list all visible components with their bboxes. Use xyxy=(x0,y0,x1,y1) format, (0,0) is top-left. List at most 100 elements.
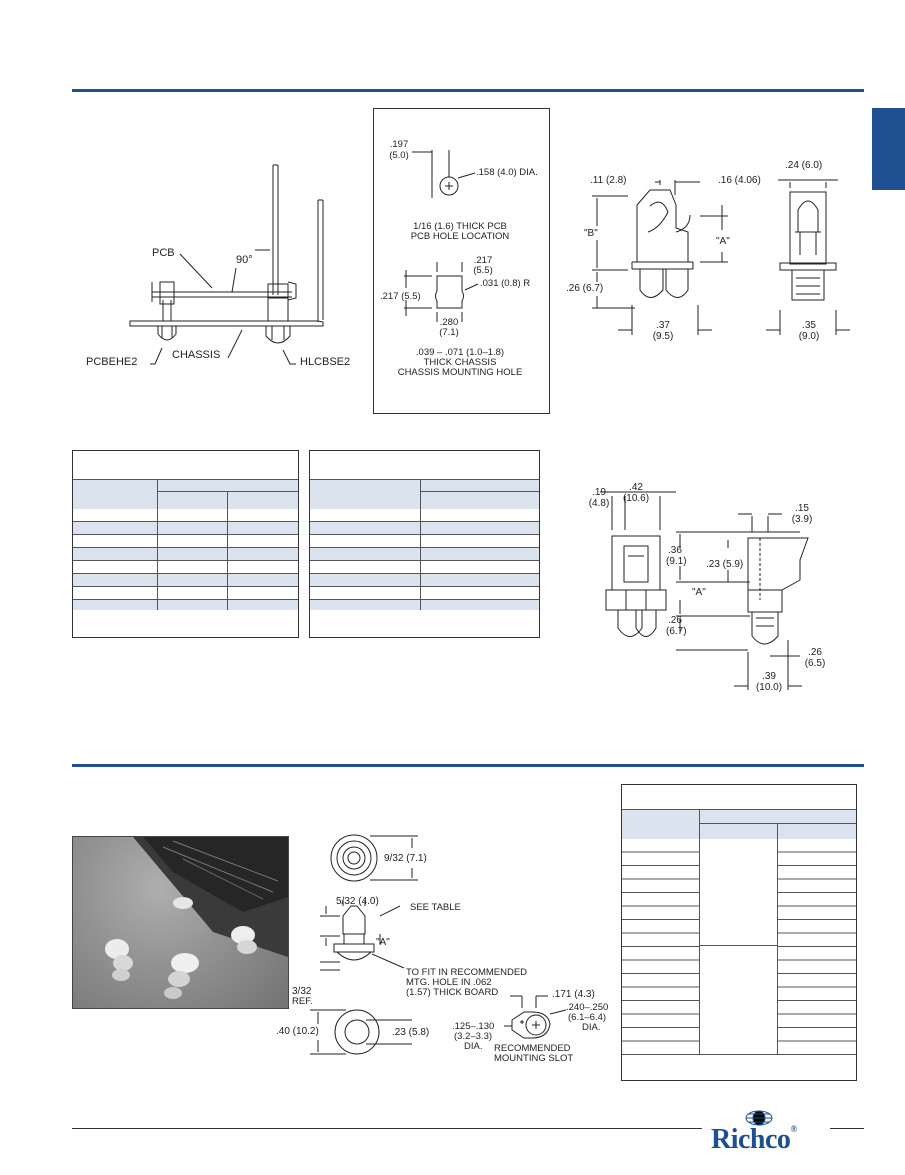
dim-217-top: .217 xyxy=(473,255,493,266)
table-header-divider xyxy=(699,809,700,839)
label-angle: 90° xyxy=(236,254,253,266)
dim-217-side: .217 (5.5) xyxy=(380,291,421,302)
see-table: SEE TABLE xyxy=(410,902,461,913)
fit-note-2: MTG. HOLE IN .062 xyxy=(406,977,492,988)
table-col-divider xyxy=(699,839,700,1054)
dim-26-right: .26 xyxy=(808,647,822,658)
section-tab xyxy=(872,108,905,190)
pcb-note-1: 1/16 (1.6) THICK PCB xyxy=(413,221,507,232)
dim-280: .280 xyxy=(439,317,459,328)
table-header-divider xyxy=(420,491,539,492)
product-photo xyxy=(72,836,289,1009)
pcb-note-2: PCB HOLE LOCATION xyxy=(410,231,510,242)
dim-125: .125–.130 xyxy=(452,1021,495,1032)
dim-a: "A" xyxy=(376,937,390,948)
table-col-divider xyxy=(420,509,421,610)
fit-note-3: (1.57) THICK BOARD xyxy=(406,987,499,998)
dim-35: .35 xyxy=(802,320,816,331)
dim-158-dia: .158 (4.0) DIA. xyxy=(476,167,538,178)
label-pcb: PCB xyxy=(152,247,175,259)
dim-26: .26 (6.7) xyxy=(566,283,604,294)
fit-note-1: TO FIT IN RECOMMENDED xyxy=(406,967,528,978)
footer-rule-end xyxy=(830,1128,864,1129)
dim-240: .240–.250 xyxy=(566,1002,609,1013)
dim-197-mm: (5.0) xyxy=(389,150,409,161)
dim-197: .197 xyxy=(389,139,409,150)
table-header-divider xyxy=(157,479,158,509)
table-merged-divider xyxy=(700,945,777,946)
dim-217-top-mm: (5.5) xyxy=(473,265,493,276)
dim-40: .40 (10.2) xyxy=(276,1026,319,1037)
dim-031-r: .031 (0.8) R xyxy=(480,278,531,289)
dim-15-mm: (3.9) xyxy=(791,514,813,525)
dim-125-dia: DIA. xyxy=(464,1041,483,1052)
photo-illustration xyxy=(73,837,288,1008)
dim-35-mm: (9.0) xyxy=(798,331,820,342)
table-header-band xyxy=(73,479,298,511)
dim-16: .16 (4.06) xyxy=(718,175,761,186)
table-col-divider xyxy=(777,839,778,1054)
label-part-right: HLCBSE2 xyxy=(300,356,351,368)
table-header-band xyxy=(310,479,539,511)
dim-b: "B" xyxy=(584,228,598,239)
spec-table-left xyxy=(72,450,299,638)
spec-table-bottom xyxy=(621,784,857,1081)
dim-36: .36 xyxy=(668,545,682,556)
dim-240-mm: (6.1–6.4) xyxy=(568,1012,607,1023)
dim-39: .39 xyxy=(762,671,776,682)
chassis-note-3: CHASSIS MOUNTING HOLE xyxy=(397,367,523,378)
dim-532: 5/32 (4.0) xyxy=(336,896,379,907)
dim-240-dia: DIA. xyxy=(582,1022,601,1033)
dim-19: .19 xyxy=(592,487,606,498)
dim-15: .15 xyxy=(795,503,809,514)
section-rule-top xyxy=(72,89,864,92)
dim-125-mm: (3.2–3.3) xyxy=(454,1031,493,1042)
table-header-divider xyxy=(227,491,228,509)
table-col-divider xyxy=(227,509,228,610)
dim-332: 3/32 xyxy=(292,986,312,997)
dim-332-ref: REF. xyxy=(292,996,313,1007)
brand-logo: Richco® xyxy=(711,1124,797,1156)
dim-36-mm: (9.1) xyxy=(666,556,687,567)
slot-note-1: RECOMMENDED xyxy=(494,1043,571,1054)
dim-280-mm: (7.1) xyxy=(439,327,459,338)
globe-icon xyxy=(745,1110,773,1126)
hole-location-box xyxy=(373,108,550,414)
dim-37-mm: (9.5) xyxy=(652,331,674,342)
table-col-divider xyxy=(157,509,158,610)
dim-932: 9/32 (7.1) xyxy=(384,853,427,864)
chassis-note-1: .039 – .071 (1.0–1.8) xyxy=(415,347,505,358)
dim-24: .24 (6.0) xyxy=(785,160,823,171)
chassis-note-2: THICK CHASSIS xyxy=(423,357,497,368)
dim-171: .171 (4.3) xyxy=(552,989,595,1000)
dim-26-left-mm: (6.7) xyxy=(666,626,687,637)
dim-a: "A" xyxy=(716,236,730,247)
brand-logo-text: Richco xyxy=(711,1124,791,1155)
label-part-left: PCBEHE2 xyxy=(86,356,138,368)
footer-rule xyxy=(72,1128,702,1129)
table-body xyxy=(310,509,539,610)
dim-26-left: .26 xyxy=(668,615,682,626)
registered-mark: ® xyxy=(790,1124,797,1134)
dim-39-mm: (10.0) xyxy=(755,682,783,693)
table-bottom-rule xyxy=(622,1054,856,1055)
dim-42: .42 xyxy=(629,482,643,493)
dim-37: .37 xyxy=(656,320,670,331)
dim-42-mm: (10.6) xyxy=(622,493,650,504)
dim-26-right-mm: (6.5) xyxy=(804,658,826,669)
table-header-divider xyxy=(777,823,778,839)
dim-23: .23 (5.8) xyxy=(392,1027,430,1038)
dim-23: .23 (5.9) xyxy=(706,559,744,570)
table-header-divider xyxy=(420,479,421,509)
table-merged-cell xyxy=(700,839,777,1054)
spec-table-right xyxy=(309,450,540,638)
dim-a: "A" xyxy=(692,587,706,598)
slot-note-2: MOUNTING SLOT xyxy=(494,1053,574,1064)
table-header-band xyxy=(622,809,856,841)
dim-19-mm: (4.8) xyxy=(588,498,610,509)
